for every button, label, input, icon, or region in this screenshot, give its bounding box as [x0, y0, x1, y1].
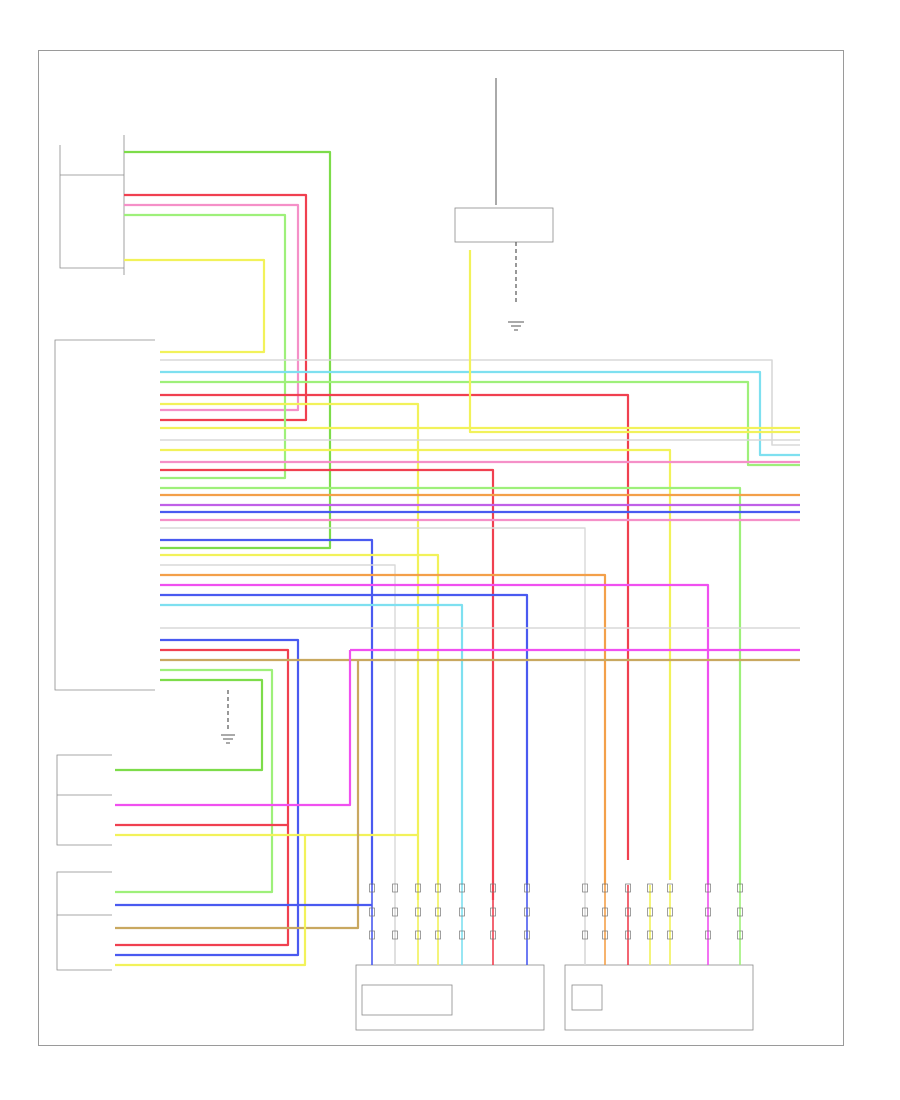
connector-pin: [435, 907, 441, 917]
connector-pin: [490, 883, 496, 893]
connector-pin: [705, 907, 711, 917]
wire-mag-1: [160, 583, 710, 885]
connector-pin: [625, 883, 631, 893]
wire-orn-2: [160, 573, 607, 885]
connector-pin: [369, 930, 375, 940]
connector-pin: [524, 907, 530, 917]
wire-layer: [115, 150, 800, 967]
connector-pin: [435, 930, 441, 940]
connector-pin: [415, 930, 421, 940]
mid-ground: [221, 690, 235, 744]
connector-pin: [524, 930, 530, 940]
connector-pin: [490, 907, 496, 917]
wire-wht-4: [160, 564, 396, 885]
wire-pnk-combo: [124, 203, 300, 412]
connector-pin: [647, 883, 653, 893]
connector-pin: [435, 883, 441, 893]
connector-pin: [667, 883, 673, 893]
relay-box: [454, 207, 554, 243]
connector-pin: [524, 883, 530, 893]
wire-ltgrn-1: [160, 380, 800, 467]
wire-blu-3: [160, 593, 529, 885]
connector-pin: [490, 930, 496, 940]
transmission-switch: [56, 871, 112, 971]
connector-pin: [369, 883, 375, 893]
connector-pin: [602, 930, 608, 940]
wire-yel-ecu: [160, 402, 420, 900]
connector-pin: [459, 883, 465, 893]
wire-red-3: [115, 648, 290, 947]
wire-ltgrn-combo: [124, 213, 287, 480]
connector-pin: [392, 907, 398, 917]
connector-pin: [705, 930, 711, 940]
connector-pin: [737, 930, 743, 940]
connector-pin: [392, 883, 398, 893]
connector-pin: [737, 883, 743, 893]
connector-pin: [737, 907, 743, 917]
wire-wht-3: [160, 527, 586, 885]
wire-yel-3: [160, 448, 672, 880]
wire-yel-4: [160, 553, 440, 885]
wire-yel-combo: [124, 258, 266, 354]
wire-red-ecu: [160, 393, 630, 860]
left-module: [355, 964, 545, 1031]
connector-pin: [602, 883, 608, 893]
connector-pin: [459, 907, 465, 917]
wire-brn-2: [115, 660, 360, 930]
top-power-block: [454, 78, 554, 331]
wire-wht-1: [160, 359, 800, 446]
wire-yel-relay: [468, 250, 800, 434]
wire-ltgrn-2: [160, 486, 742, 885]
right-module: [564, 964, 754, 1031]
wire-yel-6: [115, 835, 307, 967]
connector-pin: [582, 930, 588, 940]
wire-red-2: [160, 468, 495, 900]
wire-mag-3: [115, 650, 352, 807]
pin-layer: [369, 883, 743, 940]
connector-pin: [667, 907, 673, 917]
combination-switch: [59, 135, 125, 275]
diagram-frame: [38, 50, 844, 1046]
connector-pin: [647, 930, 653, 940]
wire-grn-2: [115, 678, 264, 772]
connector-pin: [602, 907, 608, 917]
wire-ltblu-2: [160, 603, 464, 885]
connector-pin: [459, 930, 465, 940]
auto-light-unit: [56, 754, 112, 846]
connector-pin: [392, 930, 398, 940]
wire-blu-4: [115, 638, 300, 957]
connector-pin: [582, 907, 588, 917]
connector-pin: [625, 907, 631, 917]
connector-pin: [369, 907, 375, 917]
connector-pin: [647, 907, 653, 917]
ecu-box: [54, 339, 155, 691]
wire-red-combo: [124, 193, 308, 422]
connector-pin: [415, 907, 421, 917]
wire-grn-combo-1: [124, 150, 332, 550]
connector-pin: [582, 883, 588, 893]
connector-pin: [415, 883, 421, 893]
connector-pin: [625, 930, 631, 940]
wire-blu-2: [160, 538, 374, 885]
wire-ltblu-1: [160, 370, 800, 457]
connector-pin: [667, 930, 673, 940]
connector-pin: [705, 883, 711, 893]
wire-ltgrn-3: [115, 668, 274, 894]
